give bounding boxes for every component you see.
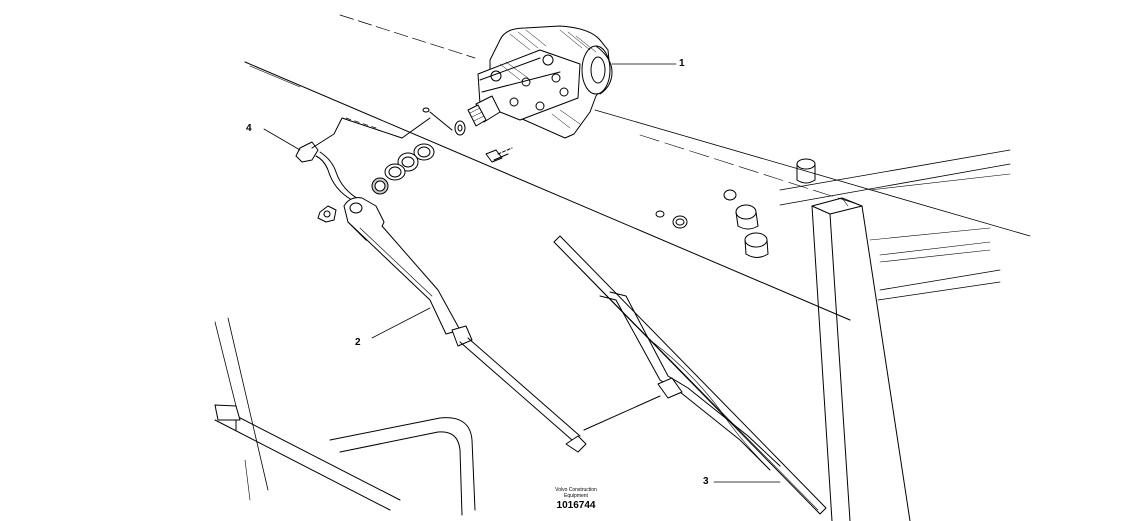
callout-leaders: [263, 63, 781, 483]
callout-2: 2: [355, 337, 361, 348]
small-nut: [317, 205, 337, 223]
callout-1: 1: [679, 58, 685, 69]
cab-post: [811, 197, 911, 521]
washer-hose: [295, 117, 431, 201]
mounting-bolt: [485, 147, 513, 163]
caption-org-line-2: Equipment: [564, 493, 588, 499]
wiper-motor: [422, 25, 613, 139]
cab-panel-lines: [214, 14, 1031, 491]
handrail-frame: [214, 404, 476, 516]
callout-3: 3: [703, 476, 709, 487]
wiper-blade: [553, 235, 827, 515]
wiper-arm: [343, 197, 587, 453]
shaft-washer: [454, 120, 466, 136]
cab-studs: [655, 158, 816, 258]
spacer-stack: [371, 143, 435, 195]
drawing-caption: Volvo Construction Equipment 1016744: [536, 487, 616, 512]
drawing-number: 1016744: [556, 500, 596, 511]
caption-org-line-1: Volvo Construction: [555, 487, 597, 493]
callout-4: 4: [246, 123, 252, 134]
